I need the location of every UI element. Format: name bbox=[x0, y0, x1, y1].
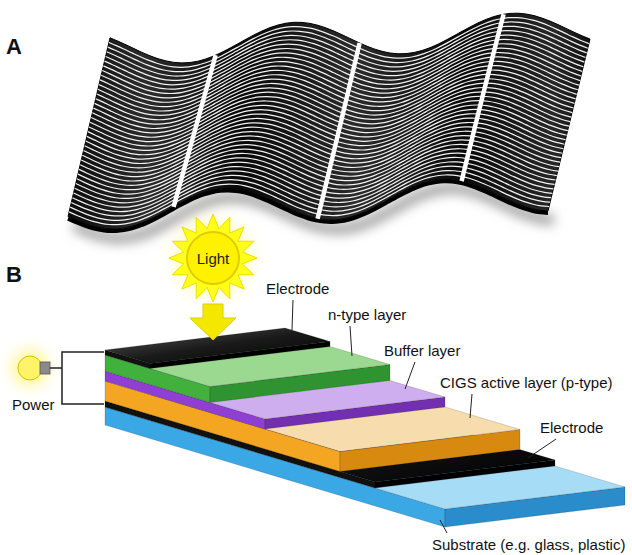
busbar bbox=[174, 55, 216, 207]
grid-finger bbox=[72, 162, 552, 212]
sheet-surface bbox=[68, 13, 590, 229]
leader-line bbox=[528, 439, 556, 458]
layer-label: Electrode bbox=[266, 280, 329, 297]
sun-glow bbox=[163, 208, 263, 308]
grid-finger bbox=[79, 136, 559, 186]
layer-label: Electrode bbox=[540, 419, 603, 436]
leader-line bbox=[440, 520, 447, 533]
light-source-circle: Light bbox=[186, 231, 240, 285]
light-arrow bbox=[190, 304, 236, 340]
leader-line bbox=[292, 300, 293, 330]
busbar bbox=[462, 14, 504, 181]
layer-label: Substrate (e.g. glass, plastic) bbox=[432, 536, 625, 553]
power-label: Power bbox=[12, 396, 55, 413]
leader-line bbox=[470, 394, 472, 418]
bulb-socket bbox=[40, 362, 50, 374]
layer-label: CIGS active layer (p-type) bbox=[440, 374, 613, 391]
bulb-glass bbox=[18, 356, 42, 380]
sun-symbol bbox=[163, 208, 263, 308]
grid-finger bbox=[103, 39, 583, 89]
layer-label: Buffer layer bbox=[384, 342, 460, 359]
grid-finger bbox=[71, 166, 551, 216]
sun-star bbox=[169, 214, 257, 302]
panel-letter: A bbox=[6, 34, 22, 59]
grid-finger bbox=[69, 175, 549, 225]
light-bulb bbox=[2, 340, 58, 396]
leader-line bbox=[350, 326, 352, 356]
circuit-bracket bbox=[50, 352, 104, 404]
leader-line bbox=[405, 362, 415, 389]
grid-finger bbox=[81, 127, 561, 177]
busbars bbox=[174, 14, 504, 218]
grid-finger bbox=[101, 48, 581, 98]
grid-finger bbox=[80, 131, 560, 181]
panel-letter: B bbox=[6, 262, 22, 287]
grid-finger bbox=[92, 83, 572, 133]
grid-finger bbox=[78, 140, 558, 190]
grid-finger bbox=[91, 87, 571, 137]
flexible-solar-sheet bbox=[68, 13, 590, 238]
leader-lines bbox=[292, 300, 556, 533]
grid-fingers bbox=[69, 18, 589, 225]
layer-stack bbox=[105, 328, 625, 527]
layer-label: n-type layer bbox=[328, 306, 406, 323]
grid-finger bbox=[102, 44, 582, 94]
bulb-glow bbox=[2, 340, 58, 396]
busbar bbox=[318, 43, 360, 219]
grid-finger bbox=[70, 171, 550, 221]
node-text: Light bbox=[197, 250, 230, 267]
